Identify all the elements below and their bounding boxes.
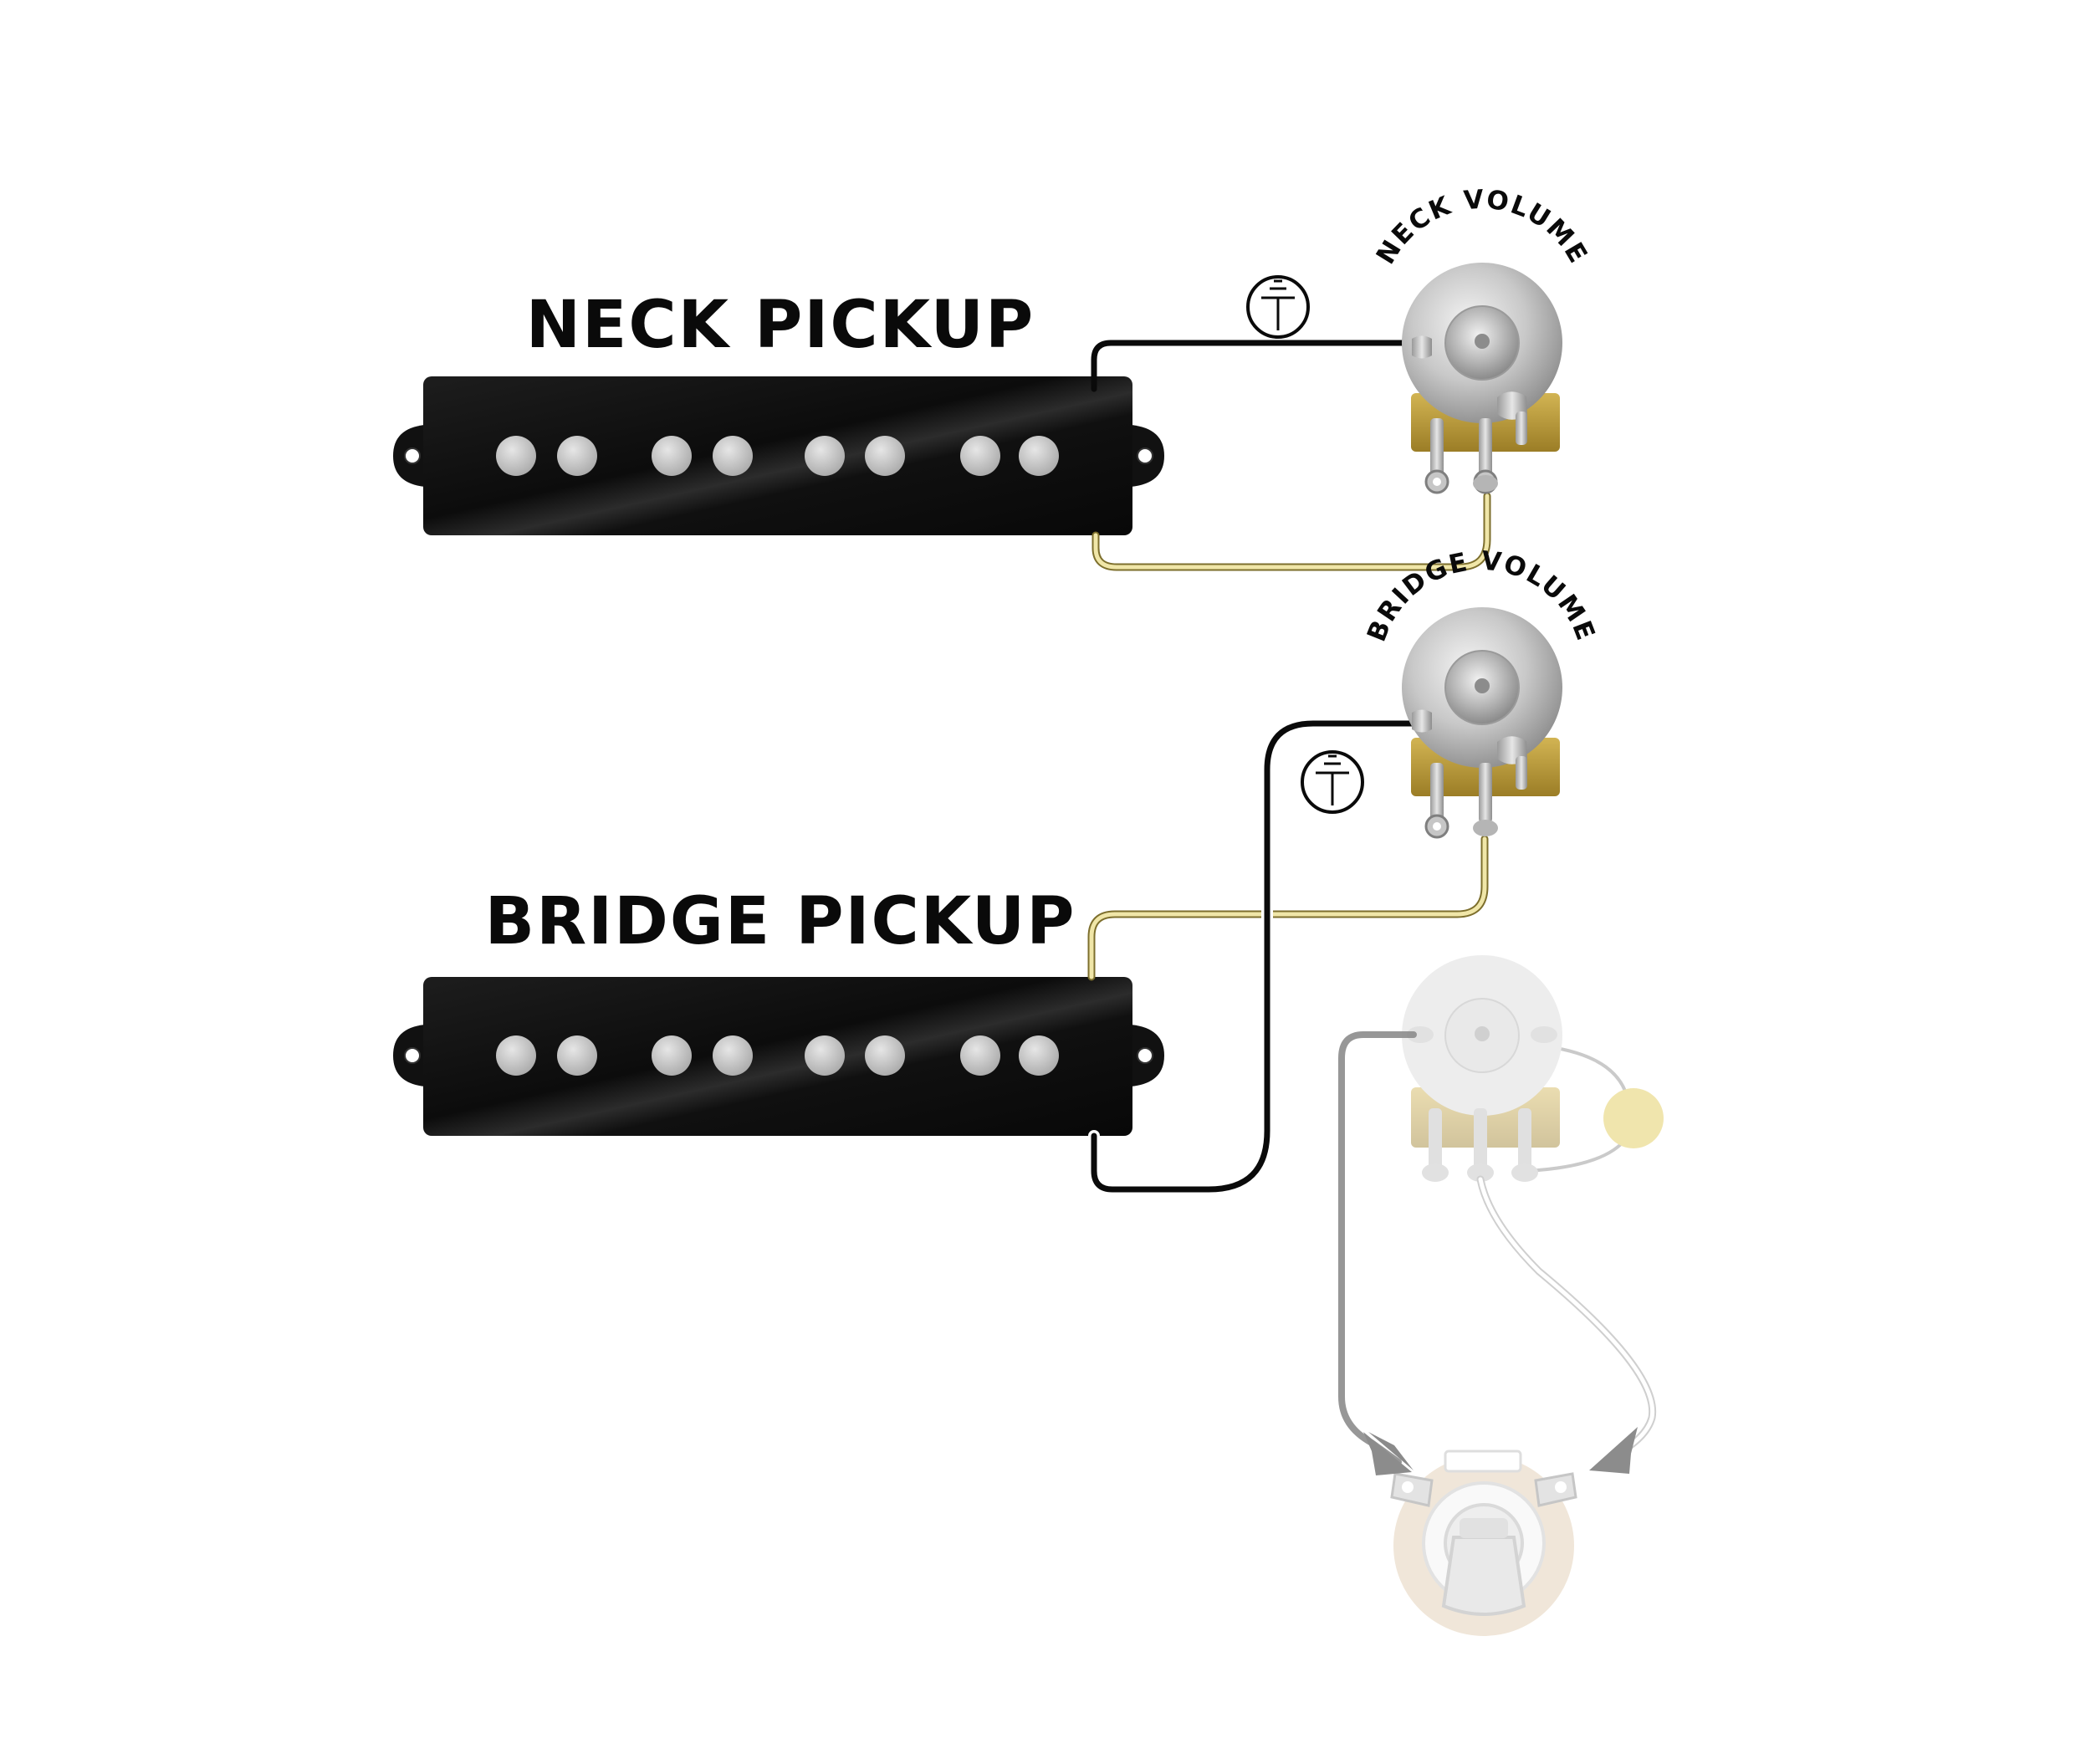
bridge-pickup-title: BRIDGE PICKUP: [485, 884, 1076, 959]
neck-pickup-pole-pieces: [496, 436, 1059, 476]
bridge-pot-lugs: [1424, 756, 1527, 839]
bridge-pickup-mounting-ears: [393, 1025, 1164, 1087]
tone-pot: [1402, 955, 1562, 1116]
neck-pot-lugs: [1424, 412, 1527, 494]
bridge-volume-pot: BRIDGE VOLUME: [1362, 545, 1599, 839]
output-jack: [1390, 1450, 1577, 1636]
neck-volume-pot: NECK VOLUME: [1371, 184, 1594, 494]
neck-pickup-cover: [423, 376, 1132, 535]
neck-volume-label: NECK VOLUME: [1371, 184, 1594, 269]
bridge-ground-symbol: [1301, 750, 1364, 814]
tone-capacitor: [1603, 1088, 1664, 1148]
output-wires: [1338, 1031, 1657, 1475]
bridge-pickup-pole-pieces: [496, 1035, 1059, 1076]
bridge-wires: [1087, 718, 1489, 1195]
neck-pickup: NECK PICKUP: [393, 288, 1164, 535]
arrow-left-icon: [1368, 1432, 1414, 1470]
bridge-pickup-cover: [423, 977, 1132, 1136]
neck-pickup-mounting-ears: [393, 425, 1164, 487]
neck-pickup-title: NECK PICKUP: [526, 288, 1035, 363]
neck-wires: [1091, 340, 1491, 571]
bridge-pickup: BRIDGE PICKUP: [393, 884, 1164, 1136]
neck-ground-symbol: [1246, 275, 1310, 339]
arrow-right-icon: [1589, 1427, 1638, 1474]
tone-section: [1402, 955, 1664, 1182]
